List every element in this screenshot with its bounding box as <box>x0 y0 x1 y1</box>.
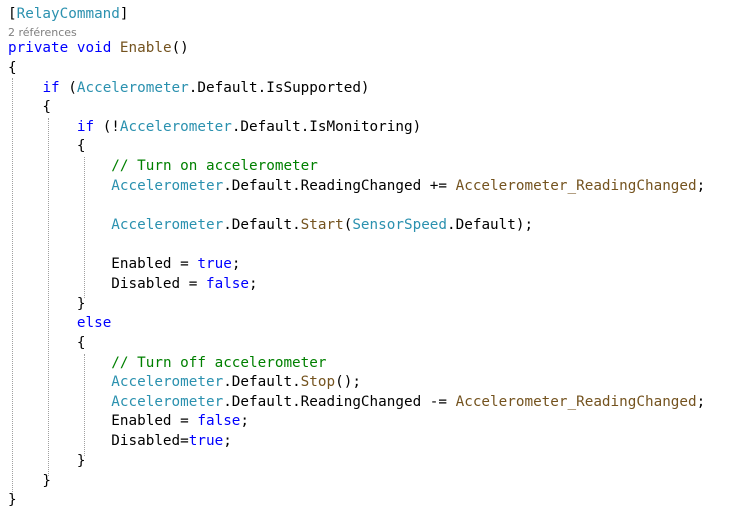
token-plain <box>111 40 120 56</box>
code-line: Enabled = true; <box>8 255 240 273</box>
token-method: Accelerometer_ReadingChanged <box>455 178 697 194</box>
token-method: Accelerometer_ReadingChanged <box>455 394 697 410</box>
token-type: Accelerometer <box>111 178 224 194</box>
token-plain: Disabled= <box>8 433 189 449</box>
token-plain: ; <box>249 276 258 292</box>
token-type: Accelerometer <box>111 217 224 233</box>
token-type: Accelerometer <box>119 119 232 135</box>
code-line: } <box>8 295 86 313</box>
token-type: Accelerometer <box>76 80 189 96</box>
token-plain: ; <box>696 178 706 194</box>
indent-guide <box>12 78 13 494</box>
token-plain: [ <box>8 6 17 22</box>
token-plain <box>8 394 111 410</box>
code-line: if (!Accelerometer.Default.IsMonitoring) <box>8 118 421 136</box>
code-line: { <box>8 59 17 77</box>
code-line: Disabled = false; <box>8 275 258 293</box>
code-line: Disabled=true; <box>8 432 232 450</box>
code-line: private void Enable() <box>8 39 189 57</box>
code-line: { <box>8 98 51 116</box>
token-plain: .Default.IsSupported) <box>188 80 370 96</box>
token-plain: ; <box>231 256 241 272</box>
token-keyword: if <box>42 80 60 96</box>
token-plain: Enabled = <box>8 256 198 272</box>
code-line: } <box>8 472 51 490</box>
token-plain: ( <box>343 217 353 233</box>
token-plain <box>68 40 77 56</box>
token-plain: { <box>8 99 52 115</box>
token-plain: ; <box>696 394 706 410</box>
token-plain: } <box>8 296 86 312</box>
indent-guide <box>84 157 85 298</box>
token-type: SensorSpeed <box>352 217 448 233</box>
token-keyword: if <box>76 119 95 135</box>
token-plain: (! <box>94 119 120 135</box>
token-type: RelayCommand <box>16 6 120 22</box>
token-comment: // Turn off accelerometer <box>111 355 327 371</box>
code-line: { <box>8 334 86 352</box>
token-type: Accelerometer <box>111 374 224 390</box>
token-plain: .Default.ReadingChanged += <box>223 178 456 194</box>
token-type: Accelerometer <box>111 394 224 410</box>
token-plain <box>8 80 42 96</box>
token-plain: { <box>8 60 17 76</box>
codelens-references[interactable]: 2 références <box>8 26 77 40</box>
code-line: Accelerometer.Default.Start(SensorSpeed.… <box>8 216 533 234</box>
token-keyword: true <box>188 433 224 449</box>
token-plain <box>8 355 111 371</box>
token-plain: Enabled = <box>8 413 198 429</box>
token-keyword: void <box>76 40 112 56</box>
token-method: Enable <box>119 40 172 56</box>
token-plain <box>8 178 111 194</box>
code-line: // Turn on accelerometer <box>8 157 318 175</box>
code-line: } <box>8 491 17 509</box>
token-plain: { <box>8 335 86 351</box>
token-plain: ( <box>59 80 77 96</box>
code-line: if (Accelerometer.Default.IsSupported) <box>8 79 370 97</box>
indent-guide <box>84 354 85 456</box>
token-method: Start <box>300 217 344 233</box>
token-plain <box>8 119 77 135</box>
code-line: { <box>8 137 86 155</box>
token-plain: () <box>171 40 189 56</box>
token-plain: (); <box>335 374 361 390</box>
token-plain: .Default.IsMonitoring) <box>231 119 422 135</box>
token-plain: .Default. <box>223 374 301 390</box>
code-line: Accelerometer.Default.Stop(); <box>8 373 361 391</box>
token-plain: { <box>8 138 86 154</box>
token-plain: } <box>8 453 86 469</box>
token-plain <box>8 374 111 390</box>
indent-guide <box>48 118 49 476</box>
code-line: Accelerometer.Default.ReadingChanged += … <box>8 177 705 195</box>
code-line: } <box>8 452 86 470</box>
code-line: else <box>8 314 111 332</box>
token-plain: } <box>8 492 17 508</box>
token-plain: .Default); <box>447 217 534 233</box>
token-plain <box>8 315 77 331</box>
code-line: Accelerometer.Default.ReadingChanged -= … <box>8 393 705 411</box>
code-line: [RelayCommand] <box>8 5 129 23</box>
token-plain: } <box>8 473 52 489</box>
token-plain: .Default. <box>223 217 301 233</box>
token-plain <box>8 158 111 174</box>
token-plain: .Default.ReadingChanged -= <box>223 394 456 410</box>
token-lens: 2 références <box>8 26 77 39</box>
token-method: Stop <box>300 374 336 390</box>
token-keyword: false <box>205 276 250 292</box>
code-line: // Turn off accelerometer <box>8 354 326 372</box>
token-keyword: false <box>197 413 241 429</box>
token-keyword: true <box>197 256 232 272</box>
token-keyword: else <box>76 315 112 331</box>
token-plain: ] <box>119 6 129 22</box>
token-comment: // Turn on accelerometer <box>111 158 318 174</box>
token-keyword: private <box>8 40 69 56</box>
token-plain: ; <box>223 433 232 449</box>
token-plain: Disabled = <box>8 276 206 292</box>
token-plain: ; <box>240 413 250 429</box>
code-line: Enabled = false; <box>8 412 249 430</box>
token-plain <box>8 217 111 233</box>
